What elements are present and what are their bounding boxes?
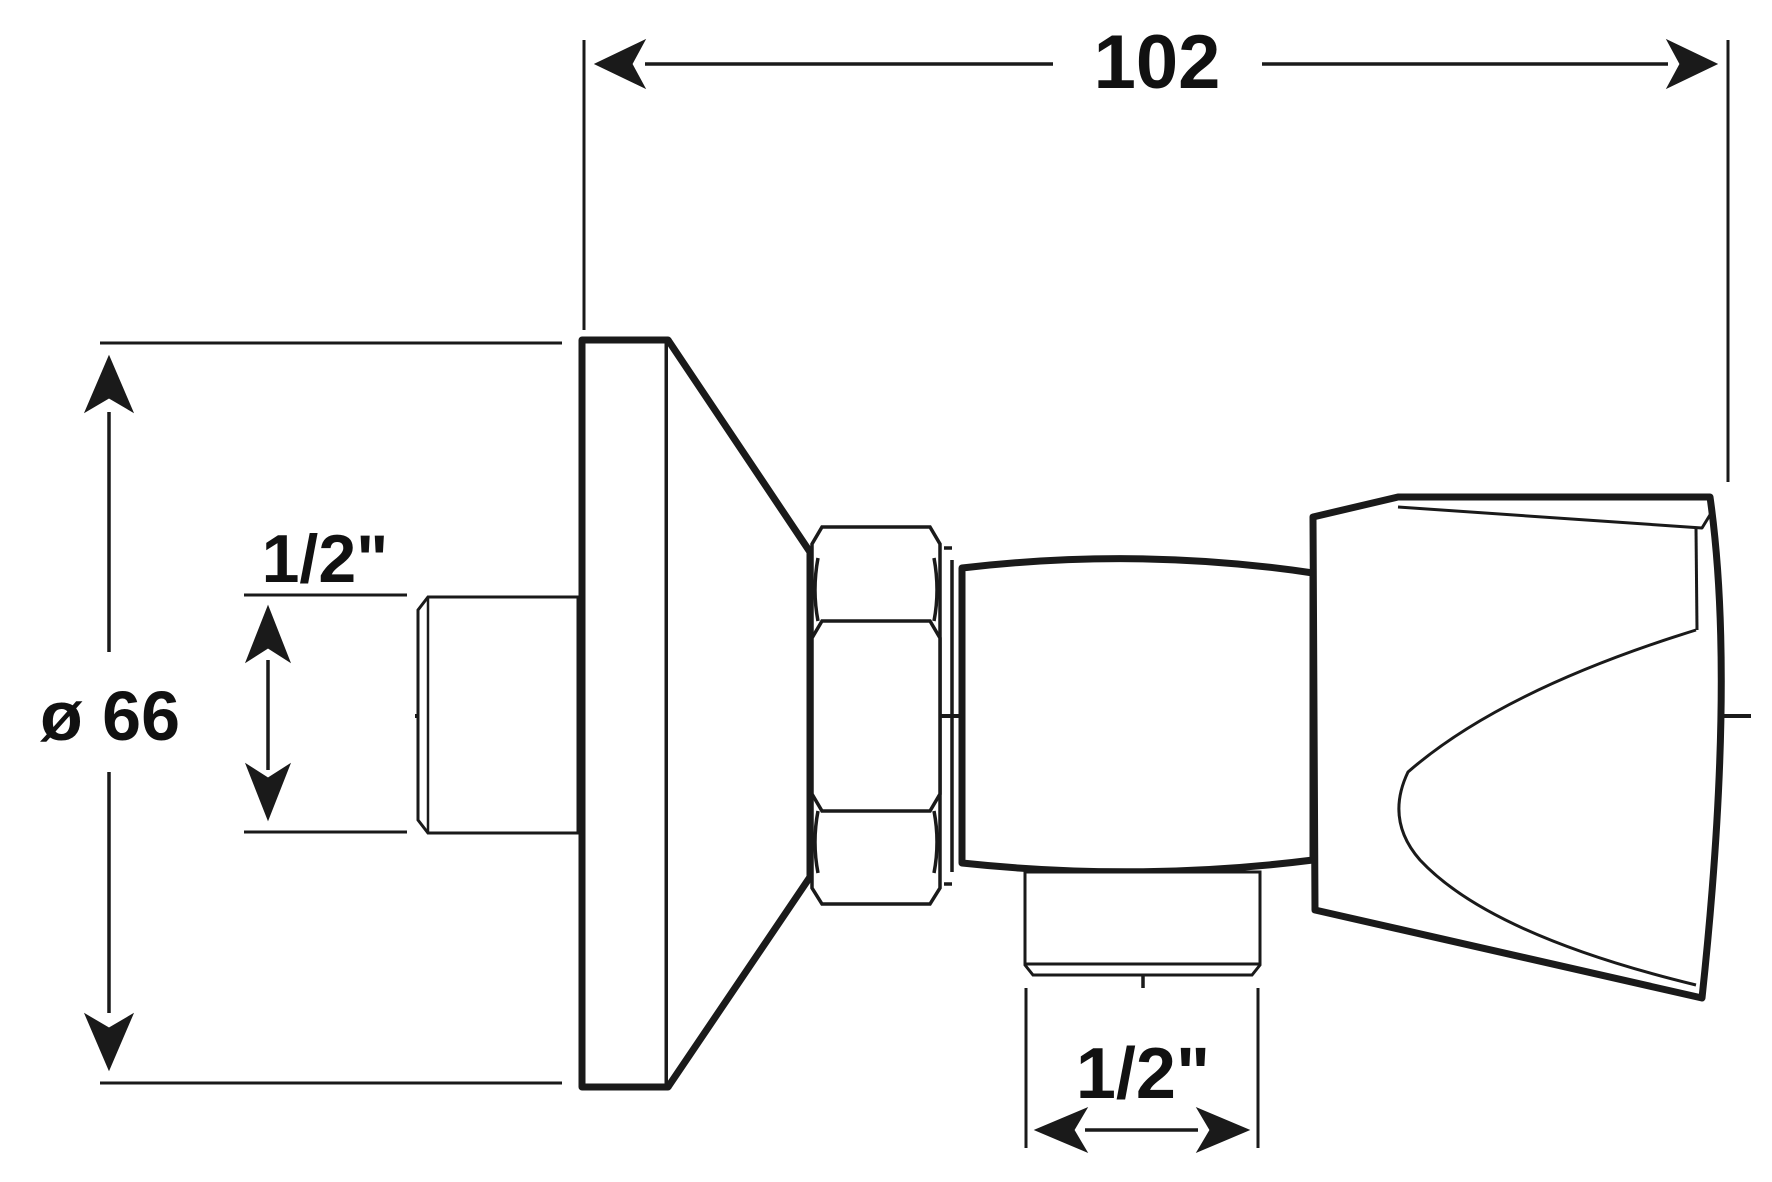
dimension-diameter	[83, 341, 562, 1085]
arrow-outlet-right	[1195, 1106, 1251, 1154]
dimension-length-label: 102	[1094, 20, 1221, 105]
handle	[1309, 493, 1725, 1002]
arrow-left	[593, 38, 647, 90]
arrow-inlet-up	[244, 604, 292, 664]
arrow-right	[1665, 38, 1719, 90]
dimension-inlet-thread	[244, 593, 407, 834]
dimension-outlet-label: 1/2"	[1076, 1034, 1210, 1114]
dimension-diameter-label: ø 66	[40, 677, 180, 755]
dimension-overall-length	[582, 38, 1730, 482]
arrow-down	[83, 1012, 135, 1072]
hex-nut	[810, 525, 954, 906]
valve-body	[958, 555, 1317, 876]
outlet-thread-stub	[1023, 870, 1262, 977]
dimension-inlet-label: 1/2"	[262, 521, 389, 597]
arrow-inlet-down	[244, 762, 292, 822]
arrow-up	[83, 354, 135, 414]
inlet-thread-stub	[416, 595, 580, 835]
arrow-outlet-left	[1033, 1106, 1089, 1154]
dimension-outlet-thread	[1024, 988, 1260, 1154]
wall-flange	[578, 336, 814, 1091]
